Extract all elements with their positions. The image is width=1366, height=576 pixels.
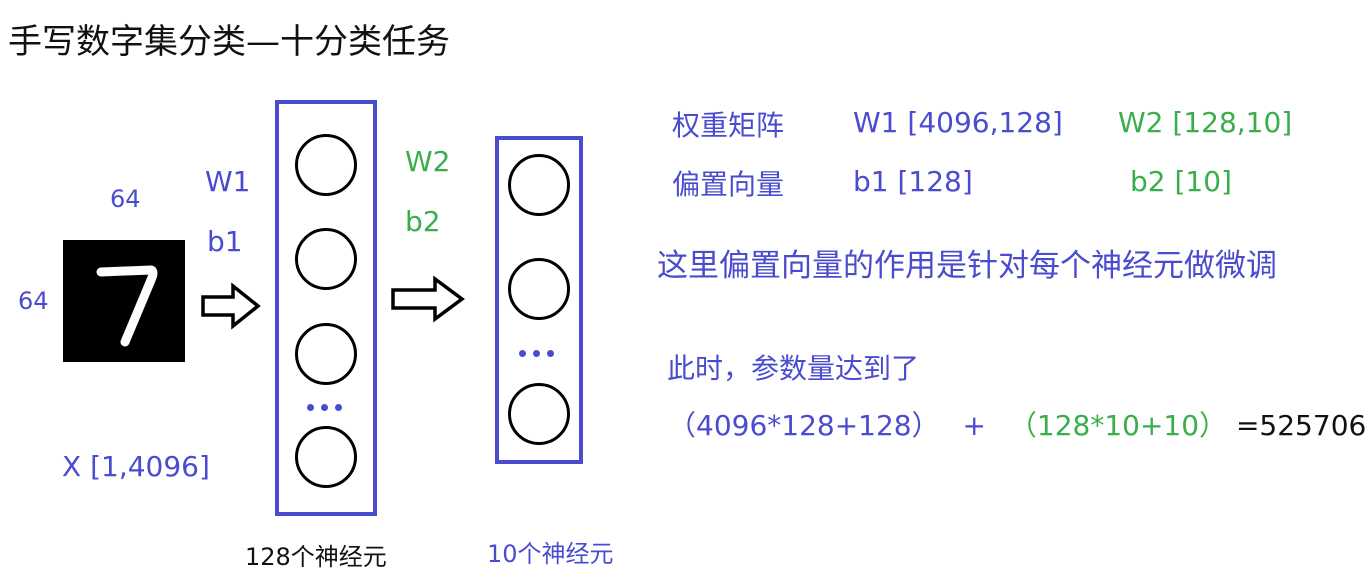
digit-seven-drawing xyxy=(96,265,158,347)
input-height-label: 64 xyxy=(18,287,49,315)
b2-label: b2 xyxy=(405,205,441,238)
b2-shape: b2 [10] xyxy=(1130,165,1232,198)
w1-label: W1 xyxy=(205,165,251,198)
output-layer-caption: 10个神经元 xyxy=(487,540,614,568)
neuron xyxy=(508,258,570,320)
weights-heading: 权重矩阵 xyxy=(672,109,785,142)
page-title: 手写数字集分类—十分类任务 xyxy=(8,22,450,62)
neuron xyxy=(508,383,570,445)
neuron xyxy=(295,323,357,385)
param-heading: 此时，参数量达到了 xyxy=(667,352,920,385)
ellipsis-dots xyxy=(307,404,342,411)
neuron xyxy=(508,154,570,216)
w1-shape: W1 [4096,128] xyxy=(853,106,1063,139)
w2-label: W2 xyxy=(405,145,451,178)
input-shape-label: X [1,4096] xyxy=(62,450,210,483)
param-formula: （4096*128+128） + （128*10+10） =525706 xyxy=(668,404,1366,444)
digit-image xyxy=(63,240,185,362)
right-arrow-icon xyxy=(391,275,465,323)
ellipsis-dots xyxy=(519,350,554,357)
bias-heading: 偏置向量 xyxy=(672,168,785,201)
hidden-layer-box xyxy=(275,100,377,516)
formula-plus: + xyxy=(962,409,986,442)
neuron xyxy=(295,134,357,196)
output-layer-box xyxy=(495,136,583,464)
b1-label: b1 xyxy=(207,225,243,258)
formula-part1: （4096*128+128） xyxy=(668,409,940,442)
formula-result: =525706 xyxy=(1235,409,1366,442)
neuron xyxy=(295,426,357,488)
bias-explanation: 这里偏置向量的作用是针对每个神经元做微调 xyxy=(657,248,1277,284)
neuron xyxy=(295,228,357,290)
right-arrow-icon xyxy=(201,282,261,330)
w2-shape: W2 [128,10] xyxy=(1118,106,1293,139)
formula-part2: （128*10+10） xyxy=(1008,409,1228,442)
hidden-layer-caption: 128个神经元 xyxy=(245,543,387,571)
b1-shape: b1 [128] xyxy=(853,165,973,198)
input-width-label: 64 xyxy=(110,185,141,213)
